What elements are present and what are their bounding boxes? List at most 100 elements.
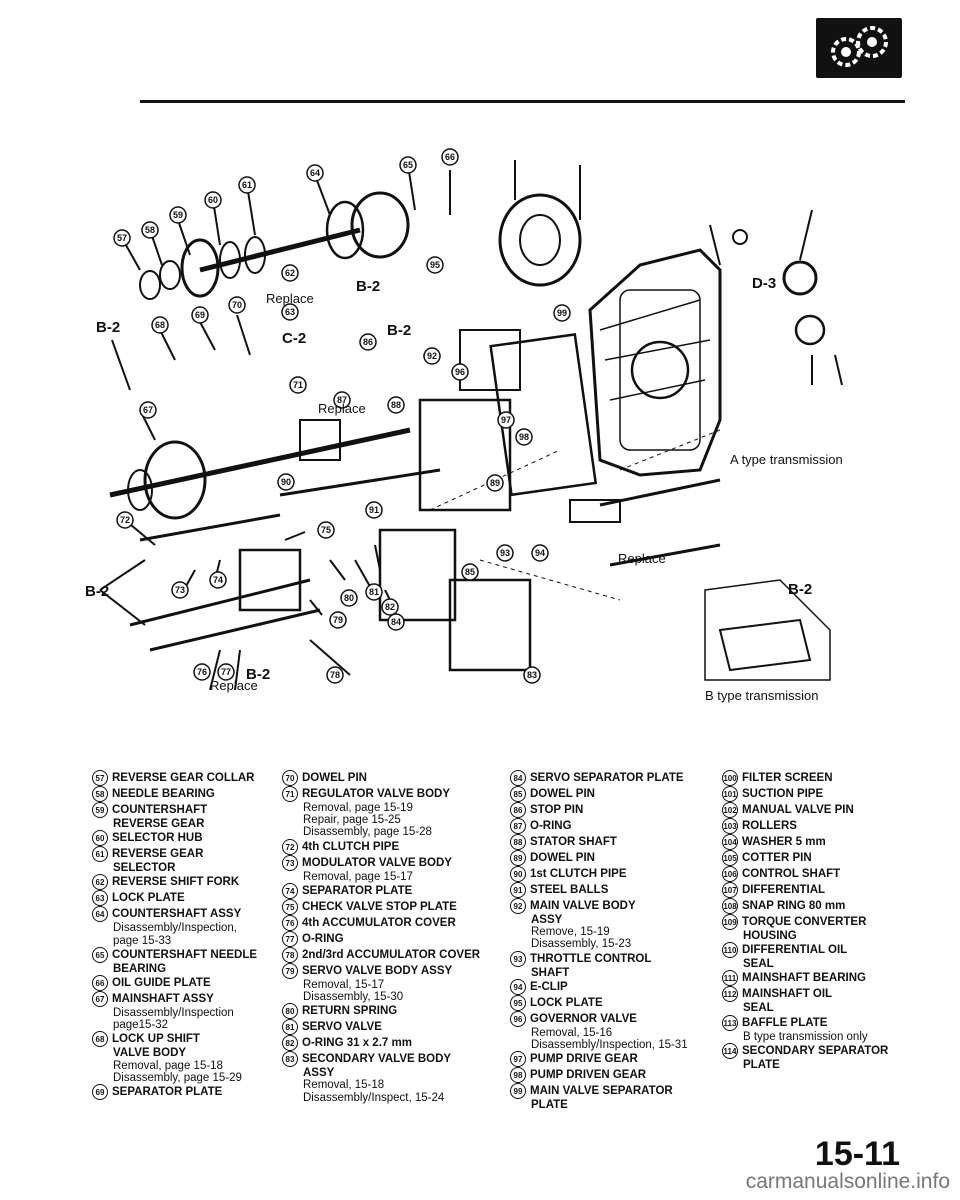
legend-item-title: DOWEL PIN	[302, 772, 367, 785]
legend-item-number: 66	[92, 975, 108, 992]
callout-number: 97	[501, 415, 511, 425]
legend-item-number: 90	[510, 866, 526, 882]
legend-item-title: BEARING	[113, 962, 167, 975]
callout-circle	[553, 304, 571, 322]
legend-item-title: STOP PIN	[530, 804, 584, 817]
callout-number: 87	[337, 395, 347, 405]
callout-number: 85	[465, 567, 475, 577]
legend-item-number: 97	[510, 1051, 526, 1068]
callout-circle	[340, 589, 358, 607]
callout-circle	[365, 583, 383, 601]
watermark: carmanualsonline.info	[745, 1170, 950, 1193]
legend-item-title: COTTER PIN	[742, 852, 812, 865]
callout-number: 62	[285, 268, 295, 278]
legend-item-number: 99	[510, 1083, 526, 1100]
callout-circle	[193, 663, 211, 681]
legend-item-reference: Disassembly/Inspection,page 15-33	[92, 922, 302, 946]
callout-circle	[329, 611, 347, 629]
legend-item-title: SUCTION PIPE	[742, 788, 824, 801]
legend-item-reference-line: Disassembly/Inspection, 15-31	[531, 1039, 688, 1052]
legend-item-number: 71	[282, 786, 298, 802]
callout-circle	[209, 571, 227, 589]
callout-number: 99	[557, 308, 567, 318]
legend-item-number: 61	[92, 846, 108, 863]
label-replace-valve: Replace	[618, 551, 666, 566]
callout-number: 59	[173, 210, 183, 220]
callout-number: 58	[145, 225, 155, 235]
legend-item-title: BAFFLE PLATE	[742, 1016, 828, 1029]
legend-item-title: THROTTLE CONTROL	[530, 952, 652, 965]
callout-number: 78	[330, 670, 340, 680]
callout-number: 94	[535, 548, 545, 558]
callout-number: 92	[427, 351, 437, 361]
legend-item-number: 70	[282, 770, 298, 786]
callout-number: 71	[293, 380, 303, 390]
legend-item-title: SECONDARY SEPARATOR	[742, 1044, 889, 1057]
legend-item-title: MAINSHAFT ASSY	[112, 993, 214, 1006]
legend-item-number: 77	[282, 930, 298, 947]
legend-item-reference-line: B type transmission only	[743, 1030, 868, 1043]
callout-circle	[289, 376, 307, 394]
legend-item-title: 2nd/3rd ACCUMULATOR COVER	[302, 948, 481, 961]
legend-item-title: SHAFT	[531, 966, 570, 979]
legend-item-number: 106	[722, 866, 738, 882]
callout-circle	[238, 176, 256, 194]
legend-item-title: OIL GUIDE PLATE	[112, 977, 211, 990]
legend-item-number: 83	[282, 1051, 298, 1068]
legend-item-title: O-RING 31 x 2.7 mm	[302, 1037, 412, 1050]
callout-circle	[151, 316, 169, 334]
label-d3: D-3	[752, 275, 776, 292]
legend-item-number: 65	[92, 946, 108, 963]
legend-item-title: PLATE	[531, 1099, 568, 1112]
callout-circle	[451, 363, 469, 381]
callout-circle	[387, 396, 405, 414]
callout-number: 76	[197, 667, 207, 677]
callout-number: 91	[369, 505, 379, 515]
callout-number: 61	[242, 180, 252, 190]
legend-item-number: 94	[510, 978, 526, 995]
callout-circle	[141, 221, 159, 239]
legend-item-number: 98	[510, 1067, 526, 1084]
legend-item-title: O-RING	[530, 820, 572, 833]
callout-number: 82	[385, 602, 395, 612]
legend-item-title: SELECTOR	[113, 862, 176, 875]
legend-item-number: 86	[510, 802, 526, 818]
legend-item-number: 76	[282, 914, 298, 931]
callout-circle	[191, 306, 209, 324]
legend-item-number: 80	[282, 1003, 298, 1020]
legend-item-title: DIFFERENTIAL	[742, 884, 826, 897]
callout-circle	[496, 544, 514, 562]
legend-item-reference-line: Repair, page 15-25	[303, 814, 401, 827]
legend-item-title: 1st CLUTCH PIPE	[530, 868, 627, 881]
callout-circle	[171, 581, 189, 599]
legend-item-title: STEEL BALLS	[530, 884, 609, 897]
legend-item-number: 67	[92, 991, 108, 1008]
callout-number: 95	[430, 260, 440, 270]
callout-circle	[531, 544, 549, 562]
legend-item-title: TORQUE CONVERTER	[742, 916, 867, 929]
legend-item-reference-line: page15-32	[113, 1019, 168, 1032]
legend-item-number: 60	[92, 830, 108, 847]
